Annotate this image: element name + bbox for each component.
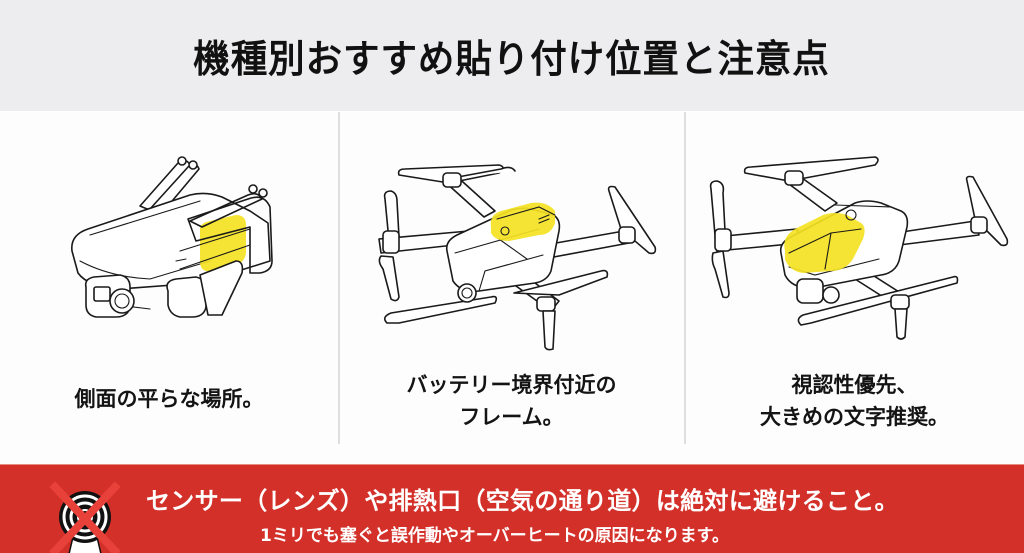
crossed-out-sensor-icon [45,479,125,553]
panel-top-body: 視認性優先、 大きめの文字推奨。 [685,111,1024,464]
placement-panels: 側面の平らな場所。 [0,111,1024,464]
page-header: 機種別おすすめ貼り付け位置と注意点 [0,0,1024,111]
panel-battery-frame: バッテリー境界付近の フレーム。 [339,111,684,464]
drone-battery-highlight-icon [378,164,657,351]
caption-line: フレーム。 [459,405,564,429]
caption-line: 大きめの文字推奨。 [760,405,949,429]
warning-main-text: センサー（レンズ）や排熱口（空気の通り道）は絶対に避けること。 [146,487,899,515]
panel-folded-drone: 側面の平らな場所。 [0,111,338,464]
page-title: 機種別おすすめ貼り付け位置と注意点 [193,37,831,81]
panel-caption: 側面の平らな場所。 [0,383,338,415]
battery-frame-drone-illustration [339,111,684,361]
panel-divider [684,112,686,444]
caption-line: 視認性優先、 [791,373,918,397]
warning-sub-text: 1ミリでも塞ぐと誤作動やオーバーヒートの原因になります。 [260,526,729,546]
folded-drone-icon [71,156,273,318]
panel-caption: 視認性優先、 大きめの文字推奨。 [685,369,1024,433]
caption-line: バッテリー境界付近の [406,373,617,397]
top-body-drone-illustration [685,111,1024,361]
drone-top-highlight-icon [709,156,1009,340]
panel-caption: バッテリー境界付近の フレーム。 [339,369,684,433]
panel-divider [338,112,340,444]
folded-drone-illustration [0,111,338,361]
warning-banner: センサー（レンズ）や排熱口（空気の通り道）は絶対に避けること。 1ミリでも塞ぐと… [0,464,1024,553]
caption-line: 側面の平らな場所。 [74,387,264,411]
